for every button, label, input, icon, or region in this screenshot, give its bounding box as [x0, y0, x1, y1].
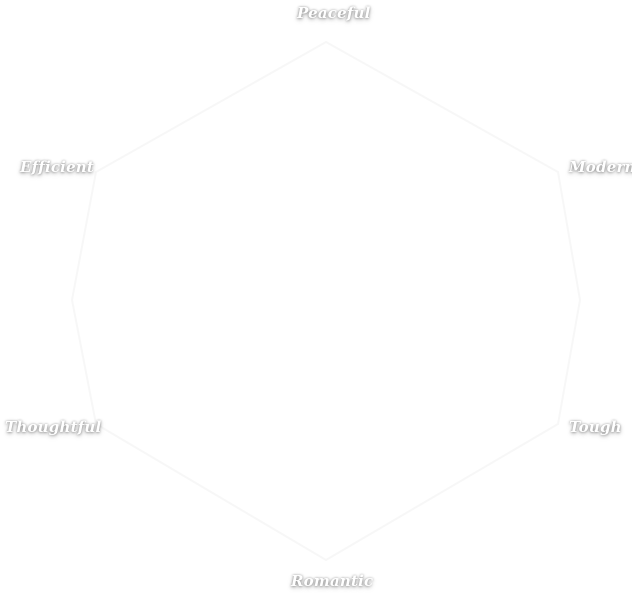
- label-peaceful: Peaceful: [297, 4, 371, 22]
- label-thoughtful: Thoughtful: [5, 418, 102, 436]
- label-tough: Tough: [569, 418, 622, 436]
- label-romantic: Romantic: [291, 572, 374, 590]
- hexagon-outline: [70, 40, 582, 562]
- label-modern: Modern: [569, 158, 632, 176]
- label-efficient: Efficient: [20, 158, 95, 176]
